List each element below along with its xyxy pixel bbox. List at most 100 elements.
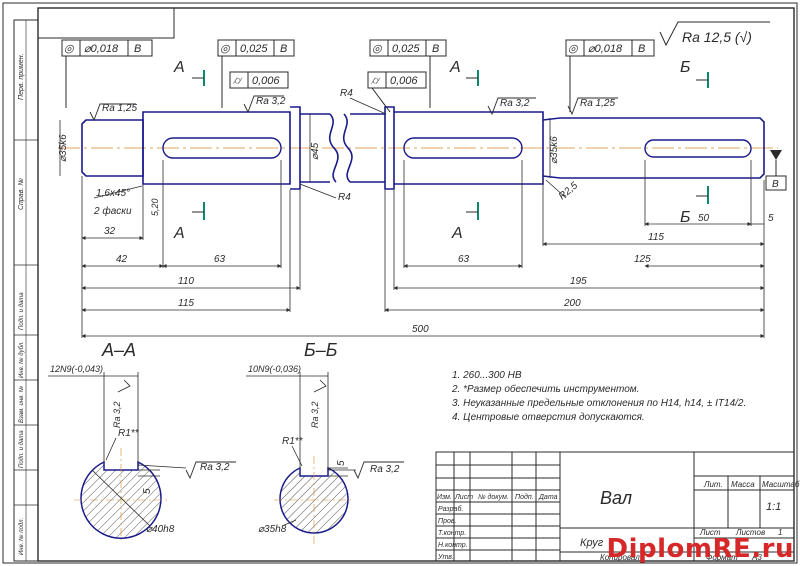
- section-bb-title: Б–Б: [304, 340, 338, 360]
- tol-5-sym: ⌭: [233, 75, 243, 87]
- chamfer-note: 2 фаски: [93, 205, 132, 217]
- tb-lit: Лит.: [703, 480, 723, 489]
- note-2: 2. *Размер обеспечить инструментом.: [451, 383, 639, 395]
- tol-1-sym: ◎: [64, 43, 75, 55]
- section-aa-rough-sign: [117, 379, 131, 393]
- cut-a2-top: А: [449, 59, 461, 76]
- side-label-4: Взам. инв. №: [18, 385, 25, 423]
- tb-col-date: Дата: [538, 494, 558, 501]
- section-aa-radius: R1**: [118, 428, 140, 439]
- tol-5-val: 0,006: [252, 75, 280, 87]
- tb-scale: 1:1: [766, 501, 781, 513]
- tolerance-frame-2: [217, 39, 295, 108]
- section-aa-shape: [48, 372, 168, 540]
- tolerance-frame-4: [565, 39, 655, 112]
- tolerance-frame-6: [367, 71, 427, 113]
- tol-6-sym: ⌭: [371, 75, 381, 87]
- tol-3-sym: ◎: [372, 43, 383, 55]
- cut-a-bottom: А: [173, 225, 185, 242]
- section-bb-diameter-leader: [281, 519, 297, 527]
- dim-125: 125: [634, 254, 651, 265]
- watermark-part-b: RE: [712, 534, 752, 564]
- tb-sheet: Лист: [699, 528, 721, 537]
- side-label-2: Подп. и дата: [19, 292, 25, 330]
- dim-5: 5: [768, 213, 774, 224]
- keyway-right: [644, 139, 752, 158]
- cut-a2-bottom: А: [451, 225, 463, 242]
- tol-1-val: ⌀0,018: [84, 43, 119, 55]
- section-bb-shape: [246, 372, 354, 544]
- note-1: 1. 260...300 HB: [452, 370, 522, 381]
- tb-row-nkontr: Н.контр.: [438, 542, 468, 549]
- dim-500: 500: [412, 324, 429, 335]
- rough-mark-2: Ra 3,2: [256, 96, 286, 107]
- keyway-depth: 5,20: [150, 198, 160, 216]
- tolerance-frame-1: [61, 39, 153, 108]
- tb-format-value: А3: [751, 553, 762, 562]
- dim-50: 50: [698, 213, 710, 224]
- watermark-logo: DiplomRE.ru: [607, 534, 794, 564]
- tb-copied: Копировал: [600, 553, 640, 562]
- datum-b: B: [765, 150, 787, 191]
- shaft-contour: [81, 106, 765, 190]
- cut-markers: [192, 70, 709, 220]
- tb-scale-label: Масштаб: [762, 480, 800, 489]
- tb-material: Круг: [580, 537, 604, 549]
- tb-sheets-count: 1: [778, 528, 782, 537]
- section-bb-depth: 5: [336, 460, 347, 466]
- tol-3-base: B: [432, 43, 439, 55]
- general-roughness-text: Ra 12,5 (√): [682, 29, 752, 45]
- section-bb-rough2: Ra 3,2: [370, 464, 400, 475]
- dim-63b: 63: [458, 254, 470, 265]
- keyway-middle: [403, 137, 523, 159]
- tb-col-podp: Подп.: [515, 493, 534, 501]
- rough-mark-4: Ra 1,25: [580, 98, 615, 109]
- watermark-part-a: Diplom: [606, 534, 713, 564]
- dim-200: 200: [563, 298, 581, 309]
- title-block: [435, 451, 795, 562]
- dim-115a: 115: [178, 298, 194, 309]
- section-aa-rough: Ra 3,2: [112, 401, 122, 428]
- note-4: 4. Центровые отверстия допускаются.: [452, 412, 645, 423]
- side-stamp: Перв. примен. Справ. № Подп. и дата Инв.…: [13, 19, 39, 562]
- top-left-box: [37, 7, 175, 39]
- section-bb-radius: R1**: [282, 436, 304, 447]
- radius-r25: R2,5: [557, 180, 581, 202]
- tol-3-val: 0,025: [392, 43, 420, 55]
- rough-mark-3: Ra 3,2: [500, 98, 530, 109]
- rough-mark-1: Ra 1,25: [102, 103, 137, 114]
- tol-4-base: B: [638, 43, 645, 55]
- radius-r4-top: R4: [340, 88, 353, 99]
- cut-b-bottom: Б: [680, 209, 690, 226]
- section-bb-radius-leader: [291, 445, 303, 467]
- tb-row-prov: Пров.: [438, 518, 457, 525]
- section-aa-title: А–А: [101, 340, 136, 360]
- dimension-lines: [81, 160, 765, 338]
- tol-2-base: B: [280, 43, 287, 55]
- tb-mass: Масса: [731, 480, 755, 489]
- tol-1-base: B: [134, 43, 141, 55]
- section-bb-rough-sign: [313, 379, 327, 393]
- tol-6-val: 0,006: [390, 75, 418, 87]
- section-aa-diameter: ⌀40h8: [146, 524, 175, 535]
- section-bb-diameter: ⌀35h8: [258, 524, 287, 535]
- tb-part-name: Вал: [600, 488, 632, 508]
- section-aa-diameter-leader: [91, 469, 151, 527]
- keyway-left: [162, 137, 282, 159]
- dim-42: 42: [116, 254, 128, 265]
- tb-col-izm: Изм.: [437, 494, 452, 501]
- section-bb-slot: 10N9(-0,036): [248, 364, 301, 374]
- tb-row-utv: Утв.: [437, 554, 454, 561]
- tb-col-doc: № докум.: [478, 493, 509, 501]
- section-aa-rough2: Ra 3,2: [200, 462, 230, 473]
- tb-row-razrab: Разраб.: [438, 505, 463, 513]
- roughness-leaders: [89, 95, 618, 480]
- section-bb-rough: Ra 3,2: [310, 401, 320, 428]
- tb-col-list: Лист: [454, 494, 473, 501]
- tolerance-frame-3: [369, 39, 447, 108]
- dim-63a: 63: [214, 254, 226, 265]
- side-label-6: Инв. № подл.: [18, 518, 25, 555]
- note-3: 3. Неуказанные предельные отклонения по …: [452, 398, 746, 409]
- tol-2-val: 0,025: [240, 43, 268, 55]
